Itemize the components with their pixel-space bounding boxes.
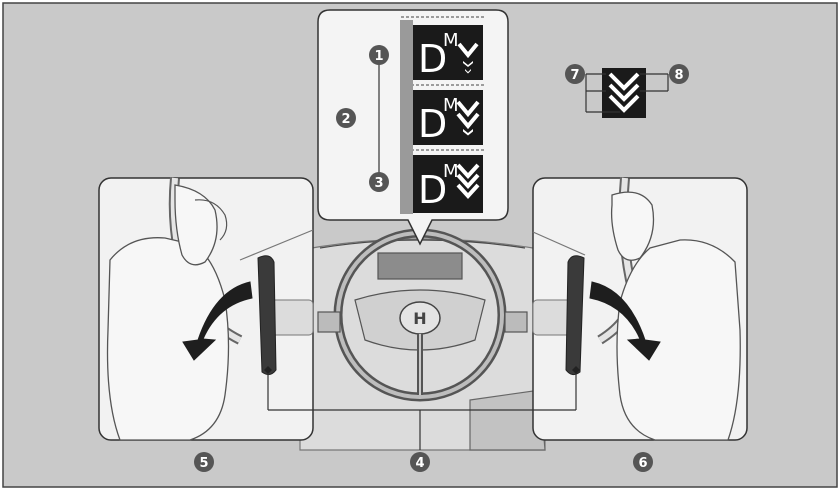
right-paddle-inset [532, 177, 748, 441]
svg-text:7: 7 [570, 68, 579, 83]
display-d-letter: D [418, 37, 447, 81]
display-level-1: D M [413, 25, 483, 81]
svg-text:5: 5 [199, 456, 208, 471]
dashboard-illustration: H [299, 228, 546, 451]
display-callout-bubble: D M D M D M [317, 9, 509, 246]
callout-4-bracket [267, 374, 577, 450]
svg-text:8: 8 [674, 68, 683, 83]
chevron-down-icon [457, 42, 479, 59]
left-paddle-inset [98, 177, 314, 441]
callout-7: 7 [565, 64, 585, 84]
chevron-down-icon [456, 100, 480, 130]
svg-text:3: 3 [374, 176, 383, 191]
display-m-letter: M [443, 95, 459, 116]
callout-5: 5 [194, 452, 214, 472]
chevron-down-icon [608, 72, 640, 113]
callout-4: 4 [410, 452, 430, 472]
left-paddle [257, 255, 277, 376]
chevron-legend [585, 68, 669, 118]
svg-text:6: 6 [638, 456, 647, 471]
display-level-2: D M [413, 90, 483, 146]
callout-2: 2 [336, 108, 356, 128]
curved-arrow-icon [589, 281, 661, 361]
display-d-letter: D [418, 102, 447, 146]
callout-1: 1 [369, 45, 389, 65]
svg-text:2: 2 [341, 112, 350, 127]
display-m-letter: M [443, 30, 459, 51]
callout-3: 3 [369, 172, 389, 192]
display-d-letter: D [418, 168, 447, 212]
display-level-3: D M [413, 155, 483, 213]
curved-arrow-icon [182, 281, 253, 361]
right-paddle [565, 255, 585, 376]
svg-text:H: H [413, 309, 426, 328]
callout-8: 8 [669, 64, 689, 84]
svg-text:4: 4 [415, 456, 424, 471]
display-m-letter: M [443, 161, 459, 182]
svg-text:1: 1 [374, 49, 383, 64]
chevron-down-icon [456, 163, 480, 199]
callout-6: 6 [633, 452, 653, 472]
